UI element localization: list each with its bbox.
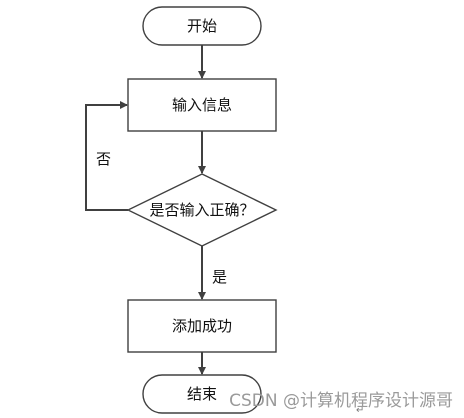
end-node	[142, 374, 262, 414]
no-label: 否	[96, 150, 111, 168]
input-label: 输入信息	[172, 96, 232, 114]
end-label: 结束	[187, 385, 217, 403]
success-label: 添加成功	[172, 317, 232, 335]
input-node	[127, 78, 277, 132]
decision-label: 是否输入正确？	[149, 201, 254, 219]
return-mark: ↵	[356, 405, 364, 416]
success-node	[127, 299, 277, 353]
edge-decision-no-loop	[85, 101, 128, 211]
start-label: 开始	[187, 17, 217, 35]
yes-label: 是	[212, 268, 227, 286]
csdn-watermark: CSDN @计算机程序设计源哥	[229, 391, 453, 411]
